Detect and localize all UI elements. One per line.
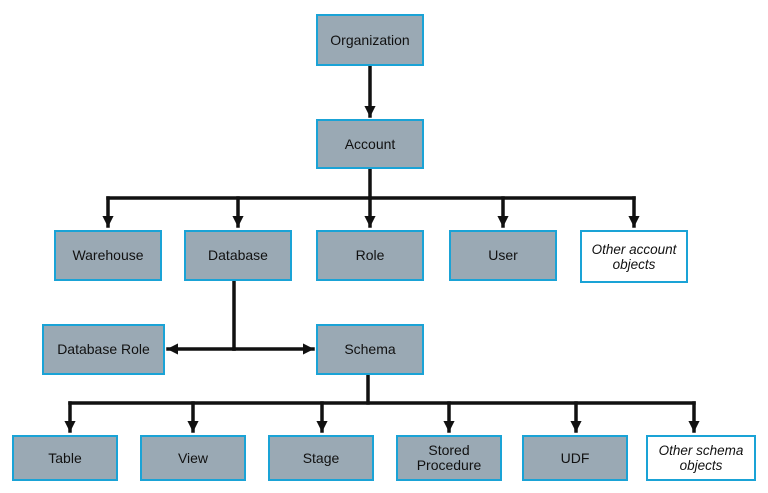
node-table: Table — [12, 435, 118, 481]
node-stage: Stage — [268, 435, 374, 481]
node-organization: Organization — [316, 14, 424, 66]
node-database: Database — [184, 230, 292, 281]
node-account: Account — [316, 119, 424, 169]
node-warehouse-label: Warehouse — [72, 247, 144, 263]
node-stage-label: Stage — [302, 449, 340, 466]
node-schema-label: Schema — [344, 341, 396, 357]
node-view-label: View — [177, 449, 209, 466]
node-stored-procedure: Stored Procedure — [396, 435, 502, 481]
node-udf-label: UDF — [560, 449, 590, 466]
node-role-label: Role — [355, 247, 385, 263]
node-user: User — [449, 230, 557, 281]
node-user-label: User — [488, 247, 518, 263]
node-udf: UDF — [522, 435, 628, 481]
node-database-role-label: Database Role — [57, 341, 150, 357]
node-view: View — [140, 435, 246, 481]
node-database-label: Database — [208, 247, 268, 263]
node-other-account-objects-label: Other account objects — [591, 241, 677, 272]
node-other-schema-objects-label: Other schema objects — [658, 443, 744, 473]
node-organization-label: Organization — [330, 31, 410, 48]
node-warehouse: Warehouse — [54, 230, 162, 281]
node-table-label: Table — [48, 449, 82, 466]
node-other-account-objects: Other account objects — [580, 230, 688, 283]
node-other-schema-objects: Other schema objects — [646, 435, 756, 481]
node-role: Role — [316, 230, 424, 281]
node-stored-procedure-label: Stored Procedure — [416, 442, 482, 473]
node-database-role: Database Role — [42, 324, 165, 375]
node-schema: Schema — [316, 324, 424, 375]
node-account-label: Account — [344, 135, 396, 152]
